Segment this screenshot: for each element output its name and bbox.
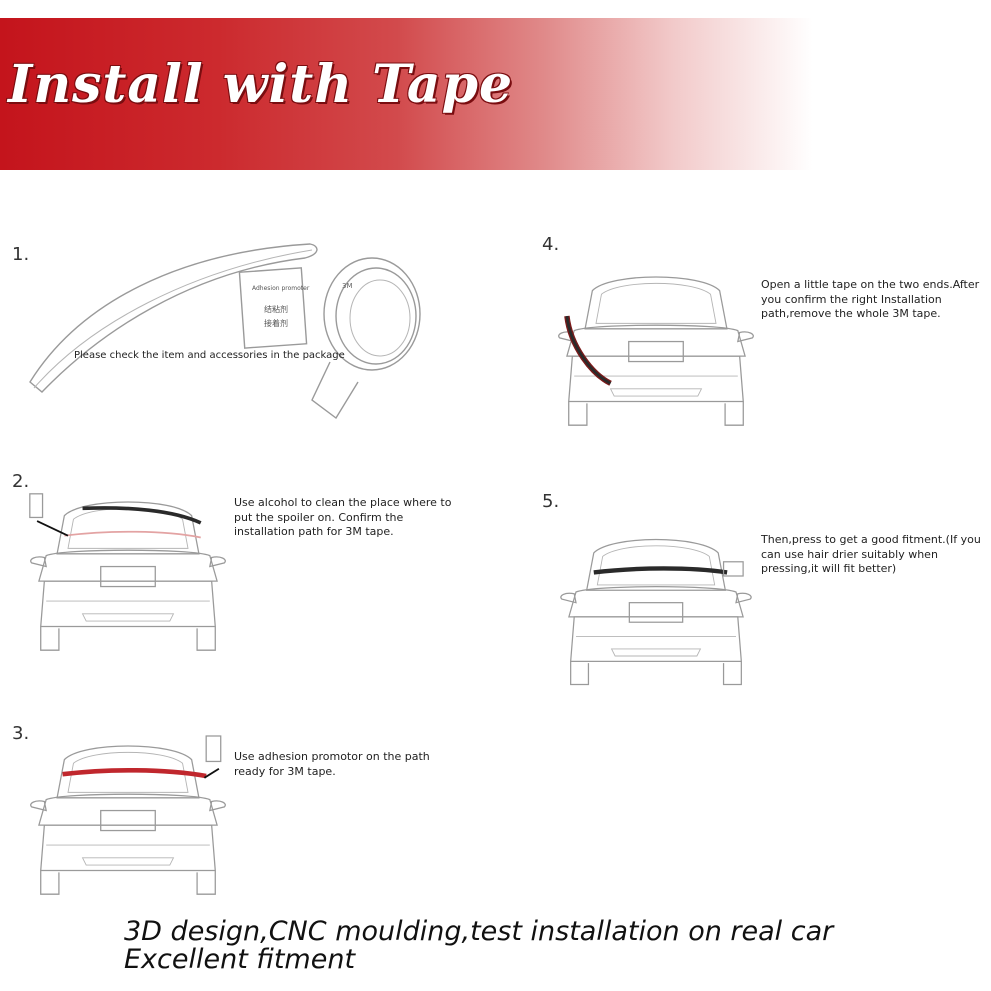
step-1-illustration: Adhesion promoter 结粘剂 接着剂 3M [29, 243, 421, 420]
alcohol-bottle [29, 493, 44, 519]
promotor-path [62, 768, 207, 779]
title-banner: Install with Tape [0, 18, 991, 170]
step-5-illustration [560, 538, 752, 686]
promotor-bottle [205, 735, 222, 763]
step-3-number: 3. [12, 723, 30, 744]
step-1-number: 1. [12, 244, 30, 265]
step-5-text: Then,press to get a good fitment.(If you… [761, 533, 981, 575]
step-2-text: Use alcohol to clean the place where to … [234, 496, 452, 538]
banner-title: Install with Tape [8, 54, 514, 115]
step-3-illustration [30, 735, 226, 895]
step-3-text: Use adhesion promotor on the path ready … [234, 750, 430, 778]
adhesion-promoter-packet: Adhesion promoter 结粘剂 接着剂 [238, 267, 310, 349]
step-2-number: 2. [12, 471, 30, 492]
step-4-number: 4. [542, 234, 560, 255]
tape-roll: 3M [311, 257, 421, 420]
step-1-text: Please check the item and accessories in… [74, 350, 345, 361]
footer-tagline: 3D design,CNC moulding,test installation… [124, 918, 833, 974]
tape-mark: 3M [342, 282, 353, 290]
hair-drier [722, 561, 744, 577]
spoiler-outline [29, 243, 318, 393]
pointer-arrow-3 [203, 767, 220, 779]
spoiler-on-car [82, 506, 202, 525]
step-4-illustration [558, 276, 754, 426]
step-4-text: Open a little tape on the two ends.After… [761, 278, 980, 320]
packet-zh-label-2: 接着剂 [264, 318, 288, 328]
pointer-arrow [36, 520, 69, 537]
footer-line-2: Excellent fitment [124, 944, 356, 975]
footer-line-1: 3D design,CNC moulding,test installation… [124, 916, 834, 947]
packet-label: Adhesion promoter [252, 285, 310, 292]
step-5-number: 5. [542, 491, 560, 512]
packet-zh-label-1: 结粘剂 [264, 304, 288, 314]
installation-path [64, 530, 201, 539]
step-2-illustration [29, 493, 226, 651]
spoiler-fitted [593, 566, 728, 575]
